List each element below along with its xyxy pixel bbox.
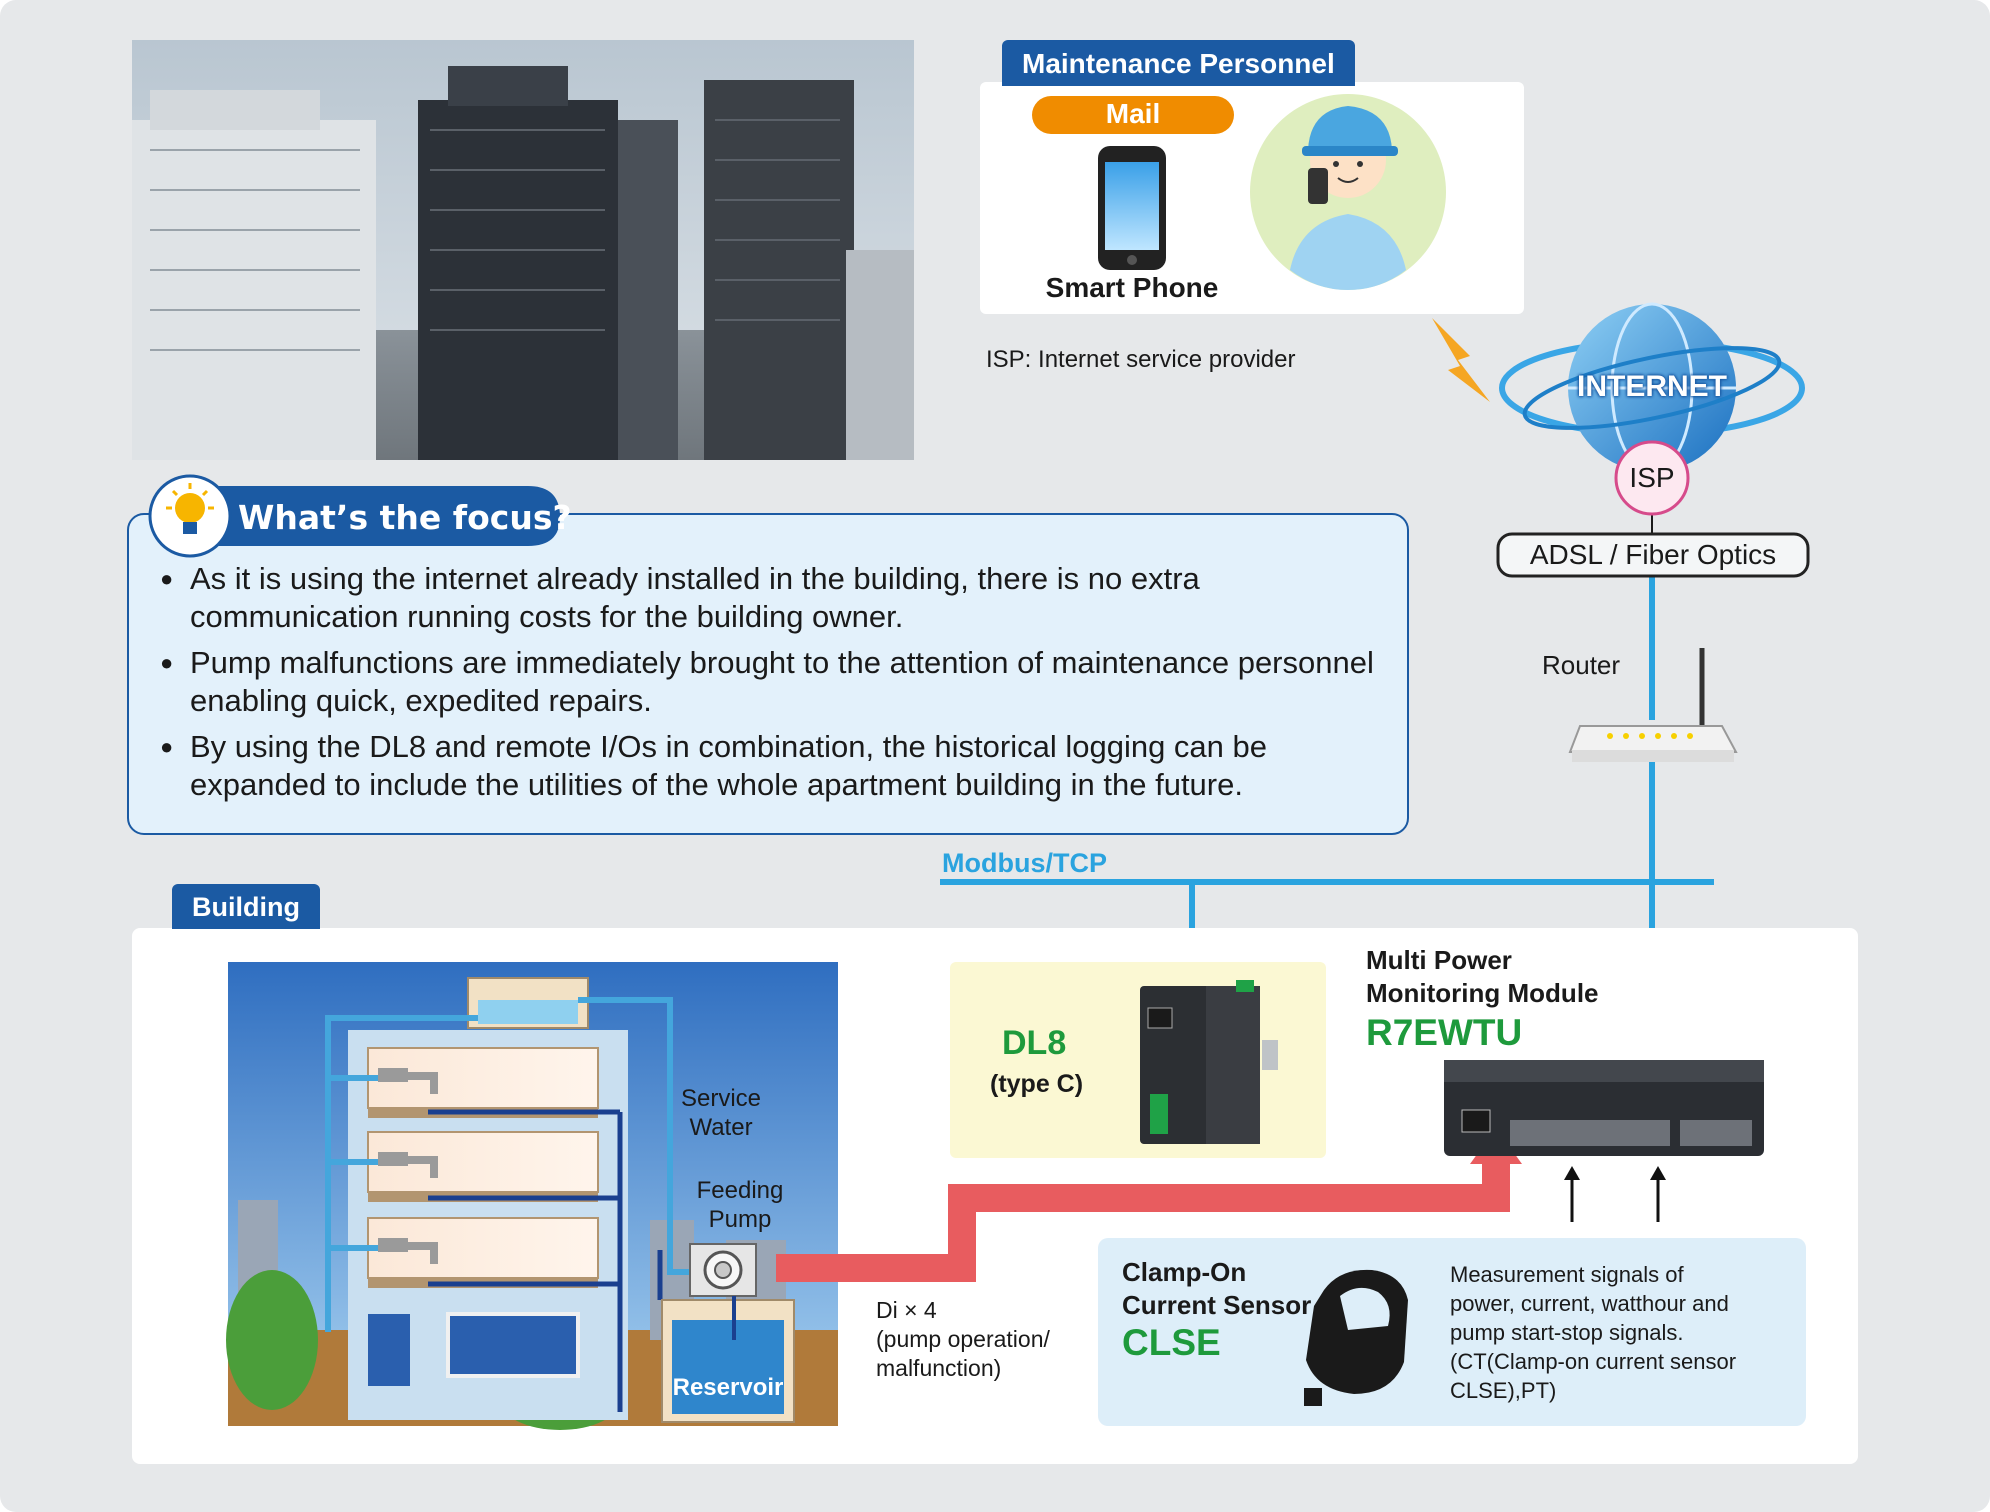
modbus-label: Modbus/TCP	[942, 848, 1107, 878]
isp-note: ISP: Internet service provider	[986, 346, 1296, 373]
maintenance-worker-icon	[1250, 94, 1446, 290]
wireless-link-icon	[1432, 318, 1490, 402]
reservoir-label: Reservoir	[672, 1374, 784, 1401]
focus-title: What’s the focus?	[238, 498, 572, 537]
sensor-panel	[1098, 1238, 1806, 1426]
isp-label: ISP	[1629, 462, 1675, 493]
isp-node	[1614, 440, 1690, 516]
measurement-input-arrows	[1564, 1166, 1666, 1222]
sensor-model: CLSE	[1122, 1322, 1221, 1363]
di-note: Di × 4(pump operation/malfunction)	[876, 1297, 1050, 1381]
focus-item: Pump malfunctions are immediately brough…	[160, 644, 1400, 720]
clamp-on-sensor-image	[1304, 1269, 1408, 1406]
mail-badge	[1032, 96, 1234, 134]
r7ewtu-device-image	[1444, 1060, 1764, 1156]
mail-label: Mail	[1105, 98, 1161, 129]
module-model: R7EWTU	[1366, 1012, 1523, 1053]
router-label: Router	[1542, 650, 1621, 680]
internet-globe-icon	[1499, 302, 1805, 474]
adsl-fiber-label: ADSL / Fiber Optics	[1529, 539, 1777, 570]
city-skyline-photo	[132, 40, 914, 460]
building-scene	[226, 962, 838, 1430]
router-icon	[1568, 648, 1738, 762]
dl8-type: (type C)	[990, 1070, 1084, 1098]
focus-list: As it is using the internet already inst…	[160, 560, 1400, 812]
smartphone-label: Smart Phone	[1045, 272, 1219, 303]
dl8-device-image	[1140, 980, 1278, 1144]
maintenance-tab: Maintenance Personnel	[1002, 40, 1355, 86]
building-tab: Building	[172, 884, 320, 929]
focus-title-banner	[188, 486, 560, 546]
lightbulb-icon	[148, 474, 232, 558]
sensor-description: Measurement signals of power, current, w…	[1450, 1262, 1737, 1403]
focus-item: By using the DL8 and remote I/Os in comb…	[160, 728, 1400, 804]
internet-label: INTERNET	[1577, 370, 1727, 403]
focus-item: As it is using the internet already inst…	[160, 560, 1400, 636]
smartphone-icon	[1098, 146, 1166, 270]
dl8-name: DL8	[1002, 1024, 1067, 1062]
adsl-fiber-box	[1496, 532, 1810, 578]
